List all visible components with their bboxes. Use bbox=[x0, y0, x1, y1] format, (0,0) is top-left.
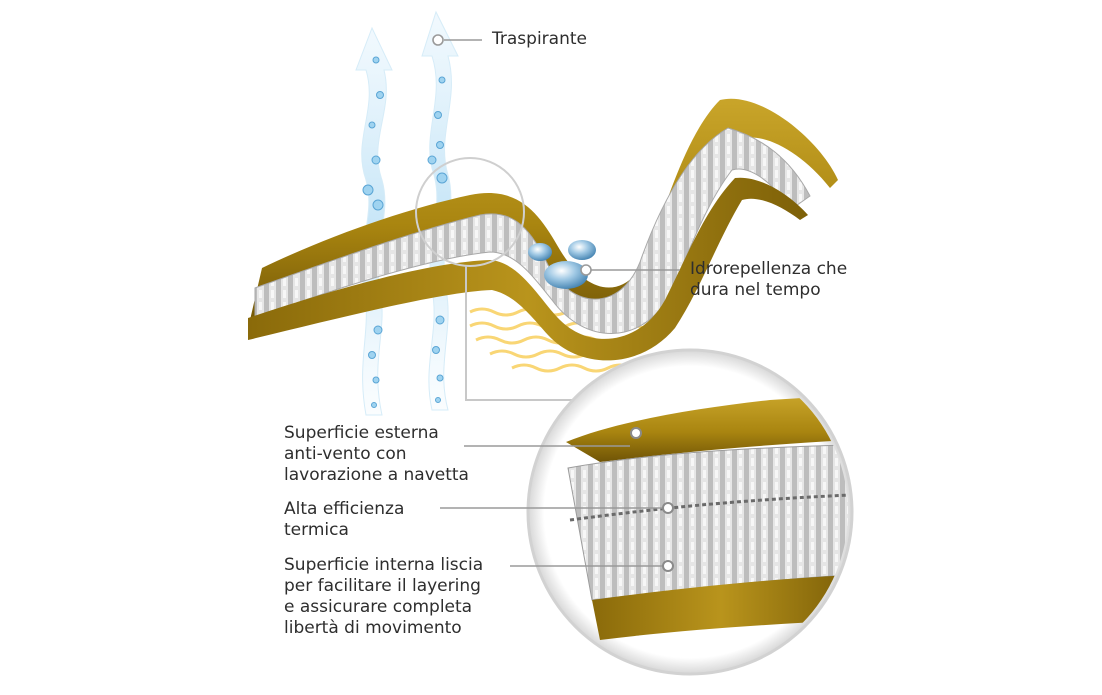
leader-lines bbox=[432, 34, 680, 567]
zoom-source-circle bbox=[415, 157, 525, 267]
lens-outer-layer bbox=[566, 395, 848, 462]
label-superficie-interna-line-3: e assicurare completa bbox=[284, 597, 473, 617]
fabric-outer-layer bbox=[250, 98, 838, 330]
lens-inner-layer bbox=[592, 575, 848, 640]
fabric-main bbox=[248, 98, 838, 361]
label-superficie-esterna: Superficie esterna anti-vento con lavora… bbox=[284, 423, 469, 486]
label-alta-efficienza-line-2: termica bbox=[284, 520, 349, 540]
label-superficie-esterna-line-1: Superficie esterna bbox=[284, 423, 439, 443]
label-idrorepellenza-line-2: dura nel tempo bbox=[690, 280, 821, 300]
label-idrorepellenza-line-1: Idrorepellenza che bbox=[690, 259, 848, 279]
label-superficie-interna-line-2: per facilitare il layering bbox=[284, 576, 481, 596]
label-superficie-interna-line-1: Superficie interna liscia bbox=[284, 555, 484, 575]
label-superficie-interna-line-4: libertà di movimento bbox=[284, 618, 462, 638]
label-superficie-esterna-line-2: anti-vento con bbox=[284, 444, 407, 464]
lens-marker-thermal bbox=[662, 502, 674, 514]
label-superficie-esterna-line-3: lavorazione a navetta bbox=[284, 465, 469, 485]
label-alta-efficienza: Alta efficienza termica bbox=[284, 499, 404, 541]
lens-marker-inner bbox=[662, 560, 674, 572]
fabric-inner-layer bbox=[248, 177, 808, 361]
lens-marker-outer bbox=[630, 427, 642, 439]
label-idrorepellenza: Idrorepellenza che dura nel tempo bbox=[690, 259, 847, 301]
magnifier-lens bbox=[526, 348, 854, 676]
label-traspirante: Traspirante bbox=[492, 29, 587, 50]
label-superficie-interna: Superficie interna liscia per facilitare… bbox=[284, 555, 483, 639]
fabric-fleece-layer bbox=[254, 127, 811, 334]
zoom-connector bbox=[465, 266, 590, 401]
label-traspirante-text: Traspirante bbox=[492, 29, 587, 49]
water-droplets bbox=[528, 240, 596, 289]
lens-fleece-layer bbox=[567, 444, 848, 601]
label-alta-efficienza-line-1: Alta efficienza bbox=[284, 499, 405, 519]
vapor-arrow-left bbox=[355, 26, 393, 416]
